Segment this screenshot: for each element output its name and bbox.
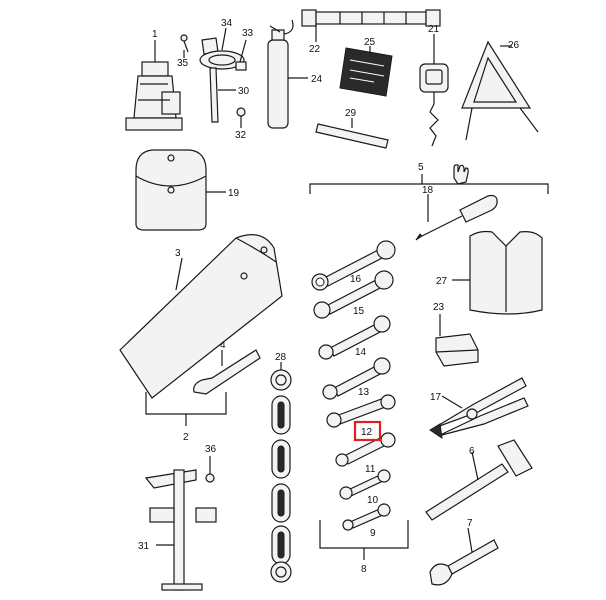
callout-31[interactable]: 31 (138, 541, 150, 552)
part-wrench-15[interactable] (313, 270, 394, 319)
part-warning-triangle[interactable] (461, 40, 539, 141)
part-wrench-16[interactable] (311, 240, 396, 291)
callout-9[interactable]: 9 (370, 528, 376, 539)
part-bolt-35[interactable] (180, 34, 189, 58)
callout-28[interactable]: 28 (275, 352, 287, 363)
callout-27[interactable]: 27 (436, 276, 448, 287)
callout-18[interactable]: 18 (422, 185, 434, 196)
part-lamp-21[interactable] (419, 34, 449, 147)
part-wrench-11[interactable] (335, 432, 396, 467)
part-wrench-14[interactable] (318, 315, 391, 360)
part-block-23[interactable] (435, 314, 479, 367)
part-chain-28[interactable] (270, 362, 292, 583)
part-screw-36[interactable] (205, 456, 215, 483)
part-bar-4[interactable] (193, 349, 261, 395)
callout-labels: 1 35 34 33 30 32 24 22 25 21 26 29 19 5 … (138, 18, 520, 575)
part-bar-22[interactable] (301, 9, 441, 42)
part-screwdriver-18[interactable] (415, 194, 498, 241)
callout-16[interactable]: 16 (350, 274, 362, 285)
part-stick-29[interactable] (315, 118, 389, 149)
part-vest-27[interactable] (452, 230, 543, 315)
part-clamp-33[interactable] (235, 39, 247, 71)
part-bracket-31[interactable] (144, 469, 217, 591)
callout-36[interactable]: 36 (205, 444, 217, 455)
callout-26[interactable]: 26 (508, 40, 520, 51)
callout-5[interactable]: 5 (418, 162, 424, 173)
part-hammer-6[interactable] (425, 439, 533, 521)
callout-10[interactable]: 10 (367, 495, 379, 506)
callout-11[interactable]: 11 (365, 464, 376, 475)
callout-12[interactable]: 12 (361, 427, 373, 438)
callout-22[interactable]: 22 (309, 44, 321, 55)
callout-17[interactable]: 17 (430, 392, 442, 403)
part-extinguisher[interactable] (267, 19, 308, 129)
callout-2[interactable]: 2 (183, 432, 189, 443)
callout-33[interactable]: 33 (242, 28, 254, 39)
callout-7[interactable]: 7 (467, 518, 473, 529)
part-wrench-9[interactable] (342, 503, 391, 531)
callout-19[interactable]: 19 (228, 188, 240, 199)
group-bracket-8 (319, 520, 409, 560)
callout-14[interactable]: 14 (355, 347, 367, 358)
callout-6[interactable]: 6 (469, 446, 475, 457)
callout-24[interactable]: 24 (311, 74, 323, 85)
hand-pointer-icon[interactable] (453, 164, 469, 185)
part-tool-roll-3[interactable] (119, 234, 283, 399)
part-adjustable-wrench-7[interactable] (429, 527, 499, 586)
callout-34[interactable]: 34 (221, 18, 233, 29)
part-screw-32[interactable] (236, 107, 246, 128)
part-wrench-13[interactable] (322, 357, 391, 400)
part-wrench-10[interactable] (339, 469, 391, 500)
part-pouch-19[interactable] (135, 149, 226, 231)
group-bracket-2 (145, 392, 227, 426)
callout-35[interactable]: 35 (177, 58, 189, 69)
part-bracket-34[interactable] (199, 27, 245, 70)
callout-13[interactable]: 13 (358, 387, 370, 398)
part-rod-30[interactable] (209, 67, 236, 123)
callout-1[interactable]: 1 (152, 29, 158, 40)
callout-30[interactable]: 30 (238, 86, 250, 97)
part-pliers-17[interactable] (429, 377, 529, 440)
part-booklet-25[interactable] (339, 46, 393, 97)
part-bottle-jack[interactable] (125, 40, 183, 131)
callout-25[interactable]: 25 (364, 37, 376, 48)
part-wrench-12[interactable] (326, 394, 396, 428)
group-bracket-5 (309, 174, 549, 194)
callout-32[interactable]: 32 (235, 130, 247, 141)
callout-8[interactable]: 8 (361, 564, 367, 575)
callout-4[interactable]: 4 (220, 340, 226, 351)
callout-23[interactable]: 23 (433, 302, 445, 313)
highlight-box (353, 420, 382, 442)
callout-29[interactable]: 29 (345, 108, 357, 119)
callout-21[interactable]: 21 (428, 24, 440, 35)
callout-15[interactable]: 15 (353, 306, 365, 317)
callout-3[interactable]: 3 (175, 248, 181, 259)
